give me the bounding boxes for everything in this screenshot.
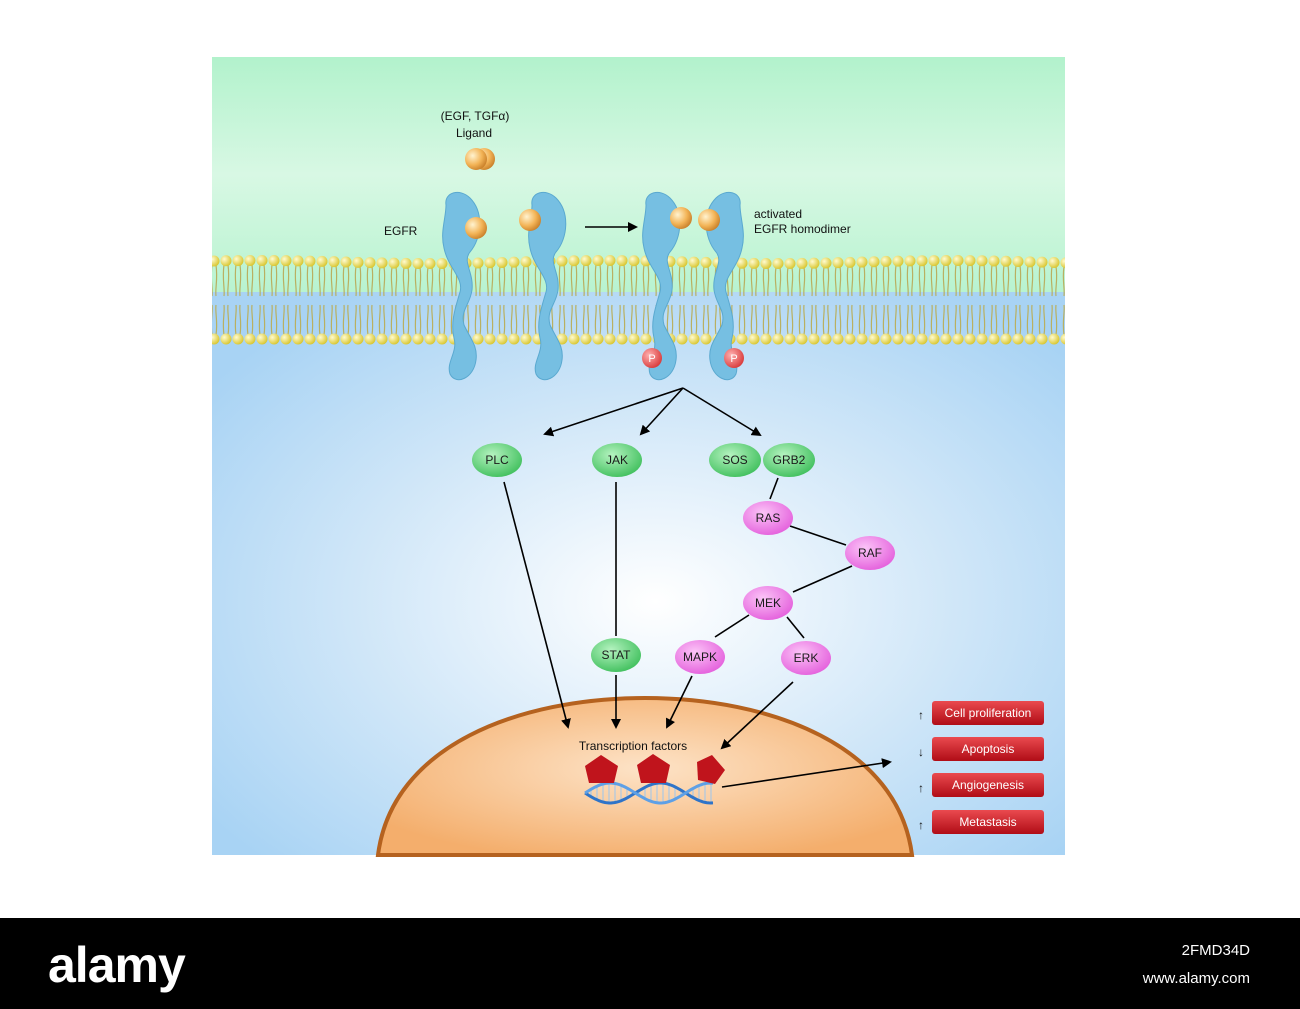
arrow-plc-to-nucleus	[503, 481, 571, 729]
phosphate-1: P	[642, 348, 662, 368]
watermark-footer: alamy 2FMD34D www.alamy.com	[0, 918, 1300, 1009]
ligand-bound-2	[519, 209, 541, 231]
outcome-arrow: ↑	[918, 818, 924, 832]
phosphate-label: P	[648, 353, 655, 365]
line-ras-to-raf	[789, 525, 847, 546]
line-mek-to-erk	[786, 616, 805, 639]
activated-label-line1: activated	[754, 207, 802, 221]
node-ras: RAS	[743, 501, 793, 535]
watermark-url: www.alamy.com	[1142, 970, 1250, 987]
ligand-free	[465, 148, 495, 170]
arrow-mapk-to-nucleus	[666, 675, 693, 729]
node-grb2-label: GRB2	[773, 453, 806, 467]
ligand-bound-3	[670, 207, 720, 231]
outcome-label: Apoptosis	[962, 742, 1015, 756]
egfr-label: EGFR	[384, 224, 418, 238]
ligand-label-line2: Ligand	[456, 126, 492, 140]
activated-label-line2: EGFR homodimer	[754, 222, 851, 236]
node-jak: JAK	[592, 443, 642, 477]
watermark-image-id: 2FMD34D	[1181, 942, 1250, 959]
phosphate-label: P	[730, 353, 737, 365]
node-mapk: MAPK	[675, 640, 725, 674]
egfr-receptors	[442, 191, 744, 381]
node-plc: PLC	[472, 443, 522, 477]
node-sos-label: SOS	[722, 453, 747, 467]
ligand-label-line1: (EGF, TGFα)	[441, 109, 510, 123]
extracellular-space	[212, 57, 1065, 292]
egfr-monomer-2	[528, 191, 567, 381]
node-sos: SOS	[709, 443, 761, 477]
node-stat-label: STAT	[602, 648, 632, 662]
node-erk: ERK	[781, 641, 831, 675]
tf-pentagon-2	[637, 754, 670, 783]
line-grb2-to-ras	[769, 477, 779, 500]
dna-helix	[584, 781, 714, 805]
outcome-label: Metastasis	[959, 815, 1016, 829]
outcome-angiogenesis: ↑ Angiogenesis	[918, 773, 1044, 797]
line-raf-to-mek	[792, 565, 853, 593]
node-erk-label: ERK	[794, 651, 819, 665]
tf-pentagon-1	[585, 755, 618, 783]
node-ras-label: RAS	[756, 511, 781, 525]
outcome-apoptosis: ↓ Apoptosis	[918, 737, 1044, 761]
node-grb2: GRB2	[763, 443, 815, 477]
arrow-to-jak	[639, 387, 684, 436]
ligand-bound-1	[465, 217, 487, 239]
transcription-factors-label: Transcription factors	[579, 739, 687, 753]
line-mek-to-mapk	[714, 614, 750, 638]
outcome-arrow: ↑	[918, 708, 924, 722]
node-jak-label: JAK	[606, 453, 628, 467]
transcription-factors	[585, 754, 725, 784]
arrow-to-sos	[682, 387, 762, 437]
outcome-arrow: ↓	[918, 745, 924, 759]
outcome-cell-proliferation: ↑ Cell proliferation	[918, 701, 1044, 725]
node-mek-label: MEK	[755, 596, 781, 610]
outcome-list: ↑ Cell proliferation ↓ Apoptosis ↑ Angio…	[918, 701, 1044, 834]
outcome-metastasis: ↑ Metastasis	[918, 810, 1044, 834]
node-mapk-label: MAPK	[683, 650, 717, 664]
egfr-dimer-right	[705, 191, 744, 381]
node-mek: MEK	[743, 586, 793, 620]
tf-pentagon-3	[697, 755, 725, 784]
egfr-dimer-left	[642, 191, 681, 381]
arrow-to-plc	[543, 387, 684, 437]
arrow-erk-to-nucleus	[720, 681, 794, 750]
pathway-connectors	[503, 222, 892, 788]
outcome-label: Angiogenesis	[952, 778, 1024, 792]
node-stat: STAT	[591, 638, 641, 672]
outcome-arrow: ↑	[918, 781, 924, 795]
node-raf: RAF	[845, 536, 895, 570]
node-plc-label: PLC	[485, 453, 509, 467]
watermark-logo: alamy	[48, 937, 186, 993]
phosphate-2: P	[724, 348, 744, 368]
arrow-dna-to-outcomes	[721, 758, 892, 788]
node-raf-label: RAF	[858, 546, 882, 560]
outcome-label: Cell proliferation	[945, 706, 1032, 720]
